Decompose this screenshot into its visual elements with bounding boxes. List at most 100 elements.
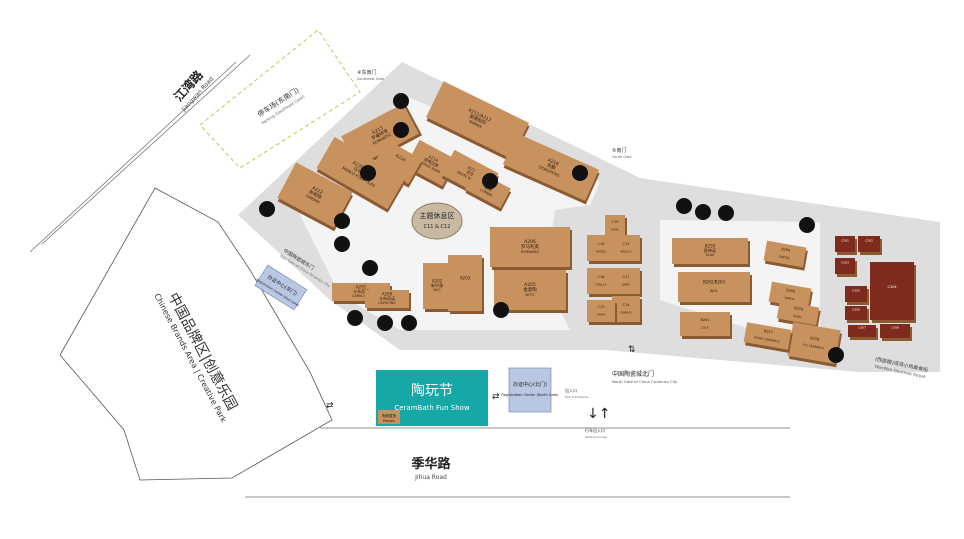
building-c308[interactable]: C308 [880, 324, 912, 341]
building-name-cn: 卡布奇诺 [353, 288, 369, 294]
building-code: C19 [612, 220, 619, 224]
building-c307[interactable]: C307 [848, 325, 878, 340]
building-a203[interactable]: A203 [448, 255, 484, 314]
building-shape [612, 268, 640, 294]
building-c301[interactable]: C301 [835, 236, 857, 255]
escalator-icon[interactable] [362, 260, 378, 276]
service-icon[interactable] [360, 165, 376, 181]
north-gate-en: North Gate of China Ceramics City [612, 379, 678, 384]
toilet-icon[interactable] [482, 173, 498, 189]
building-shape [612, 235, 640, 261]
service-icon[interactable] [347, 310, 363, 326]
registration-east[interactable] [254, 264, 308, 311]
building-code: C307 [858, 325, 866, 329]
toilet-icon[interactable] [334, 236, 350, 252]
chinese-brands-group: 中国品牌区|创意乐园 Chinese Brands Area | Creativ… [152, 290, 240, 425]
building-code: C13 [598, 305, 605, 309]
building-name-cn: 宏宇 [466, 168, 476, 177]
elevator-icon[interactable] [493, 302, 509, 318]
vehicle-access-en: Vehicle Access [585, 435, 607, 439]
rest-area-title: 主题休息区 [420, 211, 455, 220]
building-code: A214 [428, 154, 440, 163]
building-code: B257 [763, 329, 773, 335]
vehicle-arrows-icon: ↓↑ [587, 406, 610, 422]
building-c302[interactable]: C302 [858, 236, 882, 255]
building-code: C305 [852, 288, 860, 292]
building-shape [848, 325, 876, 337]
registration-north[interactable] [508, 367, 552, 413]
building-code: C18 [598, 242, 605, 246]
building-code: A216 [547, 157, 560, 167]
building-code: B250 [705, 243, 716, 248]
service-icon[interactable] [695, 204, 711, 220]
building-name-en: DOMUS [620, 311, 631, 315]
building-shape [880, 324, 910, 338]
toilet-icon[interactable] [377, 315, 393, 331]
building-name-cn: 东鹏 [546, 161, 558, 171]
building-c305[interactable]: C305 [845, 286, 869, 305]
building-name-en: NCC [433, 288, 441, 292]
building-code: A222 [311, 185, 324, 196]
building-shape [776, 300, 820, 326]
toilet-icon[interactable] [401, 315, 417, 331]
toilet-icon[interactable] [393, 93, 409, 109]
building-shape [423, 263, 451, 309]
building-shape [845, 306, 867, 320]
building-c306[interactable]: C306 [845, 306, 869, 323]
chinese-brands-area-outline [59, 187, 333, 481]
toilet-icon[interactable] [572, 165, 588, 181]
elevator-icon[interactable] [334, 213, 350, 229]
jiangwan-road-line [29, 61, 237, 253]
building-name-en: LOLA [701, 326, 709, 330]
building-c304[interactable]: C304 [870, 262, 916, 323]
toilet-icon[interactable] [828, 347, 844, 363]
rest-area-shape [411, 202, 463, 240]
building-code: A202 [432, 278, 443, 283]
building-name-en: GOLD [793, 314, 803, 320]
entrance-west-arrows-icon: ⇄ [326, 401, 334, 411]
toilet-icon[interactable] [676, 198, 692, 214]
building-name-en: GRETEL [778, 255, 790, 261]
toilet-icon[interactable] [393, 122, 409, 138]
building-name-cn: 罗马利奥 [521, 243, 539, 250]
jiangwan-road-line-2 [41, 54, 251, 245]
building-shape [373, 139, 423, 185]
toilet-icon[interactable] [718, 205, 734, 221]
parking-group: 停车场(东南门) Parking (Southeast Gate) [256, 85, 306, 125]
building-code: B258 [810, 336, 820, 342]
building-a218[interactable]: A218 [372, 139, 424, 188]
entrance-north-en: Exit & Entrance [565, 395, 589, 399]
escalator-icon[interactable] [259, 201, 275, 217]
building-code: A203 [460, 275, 471, 280]
building-name-en: SORA [597, 313, 605, 317]
building-code: C15 [623, 242, 630, 246]
building-shape [743, 322, 792, 350]
building-name-en: ROMARIO [521, 249, 539, 254]
building-c303[interactable]: C303 [835, 258, 857, 277]
building-code: C14 [623, 303, 631, 307]
building-code: C301 [841, 238, 849, 242]
building-name-en: VINICA [784, 296, 795, 302]
building-name-cn: 金意陶 [523, 286, 537, 293]
elevator-icon[interactable] [799, 217, 815, 233]
building-code: A200 [382, 291, 393, 296]
building-code: B261 [700, 318, 709, 322]
entrance-event-arrows-icon: ⇄ [492, 392, 500, 402]
